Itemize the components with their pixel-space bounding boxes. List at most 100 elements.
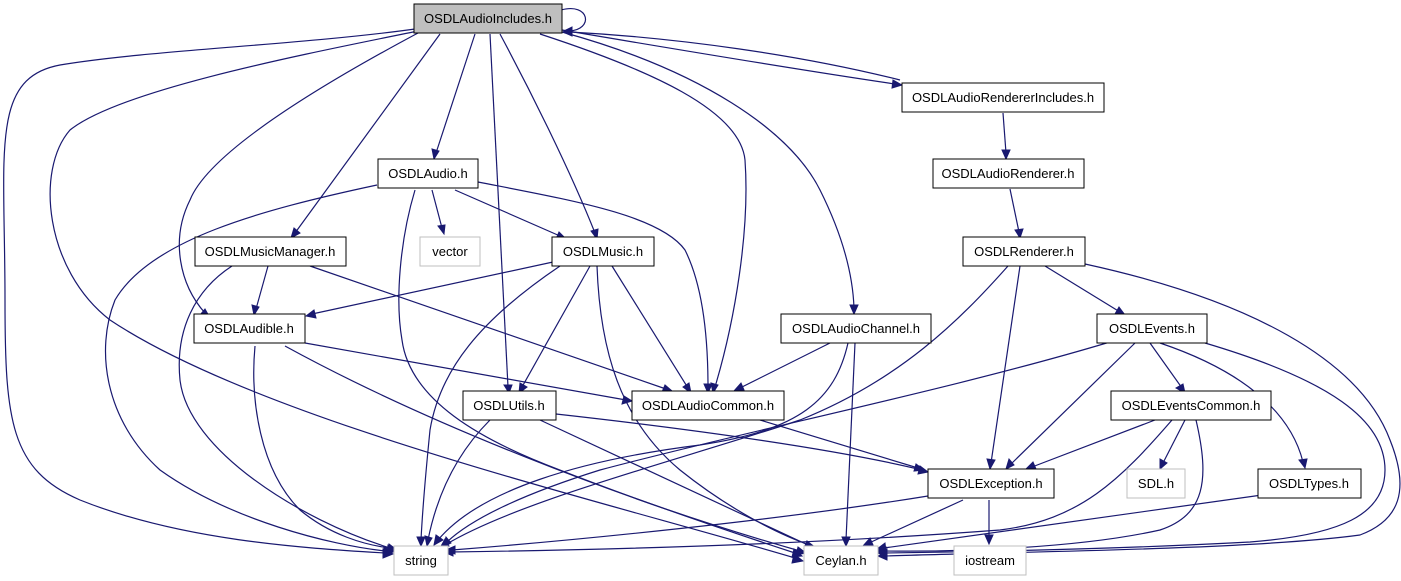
edges [3, 8, 1401, 564]
arrow-audio-vector [437, 224, 446, 236]
edge-events-exception [1009, 342, 1136, 466]
node-iostream[interactable]: iostream [953, 545, 1027, 576]
edge-exception-string [451, 495, 929, 551]
arrow-includes-audio [431, 148, 440, 161]
node-osdl-audio-includes[interactable]: OSDLAudioIncludes.h [413, 3, 563, 34]
edge-eventscommon-exception [1031, 419, 1156, 468]
edge-audible-ceylan [284, 345, 801, 552]
edge-musicmanager-audible [255, 265, 269, 310]
arrow-exception-iostream [984, 534, 994, 546]
arrow-music-string [416, 536, 426, 548]
node-osdl-exception[interactable]: OSDLException.h [927, 468, 1055, 499]
node-label: vector [432, 244, 468, 259]
arrow-rendererincludes-audiorenderer [1001, 149, 1011, 161]
node-label: Ceylan.h [815, 553, 866, 568]
edge-audio-audiocommon [477, 181, 709, 388]
node-osdl-events-common[interactable]: OSDLEventsCommon.h [1110, 390, 1272, 421]
node-label: iostream [965, 553, 1015, 568]
arrow-events-exception [1005, 457, 1015, 470]
node-osdl-audio-common[interactable]: OSDLAudioCommon.h [631, 390, 785, 421]
arrow-includes-rendererincludes [891, 79, 904, 89]
node-vector[interactable]: vector [419, 236, 481, 267]
node-label: OSDLAudioCommon.h [642, 398, 774, 413]
arrow-audiorenderer-renderer [1014, 228, 1024, 240]
arrow-musicmanager-audible [251, 304, 260, 317]
edge-eventscommon-sdl [1162, 419, 1186, 464]
edge-musicmanager-string [178, 265, 391, 549]
edge-music-ceylan [596, 265, 811, 546]
edge-audio-vector [431, 189, 443, 229]
arrow-events-string [442, 535, 452, 548]
node-osdl-music-manager[interactable]: OSDLMusicManager.h [194, 236, 347, 267]
node-osdl-audio-renderer-includes[interactable]: OSDLAudioRendererIncludes.h [901, 82, 1105, 113]
edge-renderer-events [1044, 265, 1121, 313]
node-osdl-music[interactable]: OSDLMusic.h [551, 236, 655, 267]
edge-events-ceylan [884, 342, 1386, 554]
arrow-audible-string [386, 544, 399, 554]
node-osdl-types[interactable]: OSDLTypes.h [1257, 468, 1362, 499]
node-osdl-audio-channel[interactable]: OSDLAudioChannel.h [780, 313, 932, 344]
arrow-includes-musicmanager [290, 227, 301, 240]
arrow-audiochannel-ceylan [841, 536, 851, 548]
node-label: OSDLMusic.h [563, 244, 643, 259]
edge-musicmanager-audiocommon [309, 265, 667, 390]
arrow-audible-audiocommon [621, 395, 634, 405]
edge-utils-exception [555, 413, 923, 471]
node-osdl-events[interactable]: OSDLEvents.h [1096, 313, 1208, 344]
edge-rendererincludes-audiorenderer [1002, 112, 1007, 154]
node-label: OSDLMusicManager.h [205, 244, 336, 259]
edge-audiorenderer-renderer [1009, 188, 1020, 233]
edge-audible-string [253, 345, 391, 549]
edge-includes-music [499, 33, 596, 234]
node-osdl-audio[interactable]: OSDLAudio.h [377, 158, 479, 189]
edge-eventscommon-string [449, 419, 1173, 553]
edge-audiocommon-exception [759, 419, 919, 469]
edge-audible-audiocommon [304, 342, 627, 401]
node-osdl-renderer[interactable]: OSDLRenderer.h [962, 236, 1086, 267]
arrow-renderer-exception [986, 458, 996, 471]
node-label: SDL.h [1138, 476, 1174, 491]
arrow-includes-utils [503, 384, 513, 395]
edge-includes-audio [435, 33, 476, 154]
node-label: OSDLAudioRendererIncludes.h [912, 90, 1094, 105]
edge-includes-audiochannel [561, 31, 855, 309]
edge-includes-musicmanager [294, 33, 441, 234]
node-label: OSDLAudioIncludes.h [424, 11, 552, 26]
node-label: OSDLEventsCommon.h [1122, 398, 1261, 413]
node-label: OSDLAudioRenderer.h [942, 166, 1075, 181]
edge-audio-music [454, 189, 561, 237]
arrow-audiochannel-audiocommon [732, 382, 745, 392]
node-sdl[interactable]: SDL.h [1126, 468, 1186, 499]
node-label: OSDLRenderer.h [974, 244, 1074, 259]
node-ceylan[interactable]: Ceylan.h [803, 545, 879, 576]
edge-exception-ceylan [868, 499, 964, 544]
node-string[interactable]: string [393, 545, 449, 576]
edge-includes-audible [178, 32, 419, 314]
node-label: OSDLAudible.h [204, 321, 294, 336]
edge-events-eventscommon [1149, 342, 1183, 389]
edge-includes-rendererincludes [561, 29, 896, 85]
edge-rendererincludes-includes [569, 31, 901, 81]
arrow-includes-audiochannel [849, 304, 859, 316]
edge-audiochannel-ceylan [845, 342, 856, 541]
node-label: OSDLUtils.h [473, 398, 545, 413]
arrow-exception-string [444, 545, 456, 555]
edge-includes-self [560, 8, 586, 32]
arrow-eventscommon-exception [1024, 461, 1037, 470]
edge-types-ceylan [883, 494, 1263, 549]
edge-music-audible [311, 261, 554, 315]
arrow-audio-audiocommon [703, 383, 713, 395]
node-osdl-audio-renderer[interactable]: OSDLAudioRenderer.h [932, 158, 1085, 189]
edge-utils-ceylan [539, 419, 809, 546]
node-label: OSDLException.h [939, 476, 1042, 491]
node-osdl-utils[interactable]: OSDLUtils.h [462, 390, 557, 421]
node-label: OSDLEvents.h [1109, 321, 1195, 336]
arrow-types-ceylan [875, 542, 887, 552]
nodes: OSDLAudioIncludes.h OSDLAudioRendererInc… [193, 3, 1362, 576]
edge-music-audiocommon [611, 265, 689, 389]
arrow-utils-string [424, 535, 433, 548]
edge-includes-audiocommon [539, 33, 747, 388]
arrow-eventscommon-sdl [1159, 458, 1168, 471]
node-osdl-audible[interactable]: OSDLAudible.h [193, 313, 306, 344]
